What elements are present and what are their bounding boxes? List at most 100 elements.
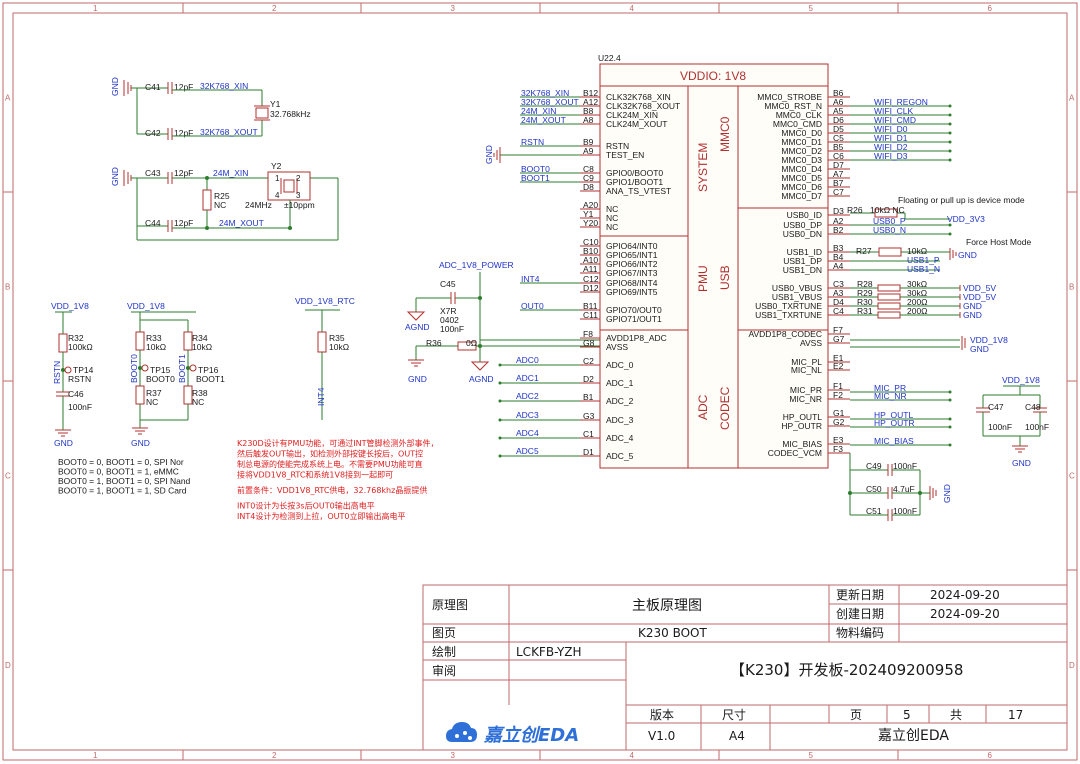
net-24m-xout-chip: 24M_XOUT [521, 115, 566, 125]
crystal-32k-block: GND C41 12pF C42 12pF Y1 32.768kHz 32K76… [110, 77, 311, 140]
gnd-label: GND [942, 484, 952, 503]
tp15-net: BOOT0 [146, 374, 175, 384]
ruler-col-top: 2 [272, 4, 277, 13]
r34-value: 10kΩ [192, 342, 212, 352]
net-adc-label: ADC0 [516, 355, 539, 365]
chip-right-pin-name: USB1_VBUS [772, 292, 822, 302]
net-wifi-label: WIFI_CLK [874, 106, 914, 116]
chip-right-pin-name: MMC0_CLK [776, 110, 823, 120]
chip-left-pin-name: GPIO0/BOOT0 [606, 168, 663, 178]
r32-value: 100kΩ [68, 342, 93, 352]
label-create-date: 创建日期 [836, 607, 884, 621]
force-host-note: Force Host Mode [966, 237, 1031, 247]
net-mic-bias: MIC_BIAS [874, 436, 914, 446]
gnd-label: GND [970, 344, 989, 354]
boot-table-row: BOOT0 = 0, BOOT1 = 1, eMMC [58, 467, 179, 477]
c48-value: 100nF [1025, 422, 1049, 432]
net-adc-label: ADC5 [516, 446, 539, 456]
c50-value: 4.7uF [893, 484, 915, 494]
chip-left-pin-name: ADC_2 [606, 396, 634, 406]
chip-right-pin-number: D7 [833, 160, 844, 170]
chip-right-pin-number: A4 [833, 261, 844, 271]
project-name: 【K230】开发板-202409200958 [730, 661, 963, 679]
chip-right-pin-name: MIC_NR [789, 394, 822, 404]
tp16-net: BOOT1 [196, 374, 225, 384]
chip-left-pin-number: D8 [583, 182, 594, 192]
chip-left-pin-name: CLK24M_XOUT [606, 119, 667, 129]
ruler-col-bottom: 1 [93, 751, 98, 760]
chip-left-pin-number: C8 [583, 164, 594, 174]
gnd-label: GND [484, 145, 494, 164]
tp14-net: RSTN [68, 374, 91, 384]
left-net-labels: 32K768_XIN 32K768_XOUT 24M_XIN 24M_XOUT … [484, 88, 580, 458]
chip-right-pin-name: USB1_TXRTUNE [755, 310, 822, 320]
chip-right-pin-name: MMC0_D1 [781, 137, 822, 147]
r35-value: 10kΩ [329, 342, 349, 352]
chip-right-pin-number: F1 [833, 381, 843, 391]
chip-left-pin-name: NC [606, 222, 618, 232]
c50-ref: C50 [866, 484, 882, 494]
chip-right-pin-number: C3 [833, 279, 844, 289]
usb-resistor-value: 30kΩ [907, 288, 927, 298]
chip-right-pin-name: AVSS [800, 338, 822, 348]
ruler-col-bottom: 3 [451, 751, 456, 760]
chip-right-pin-name: HP_OUTL [783, 412, 822, 422]
gnd-label: GND [958, 250, 977, 260]
chip-right-pin-number: B7 [833, 178, 844, 188]
chip-left-pin-number: B10 [583, 246, 598, 256]
tp14-ref: TP14 [73, 365, 94, 375]
chip-left-pin-number: B11 [583, 301, 598, 311]
chip-right-pin-name: USB1_DP [783, 256, 822, 266]
vdd-1v8-label: VDD_1V8 [51, 301, 89, 311]
drawn-by: LCKFB-YZH [516, 645, 582, 659]
c47-ref: C47 [988, 402, 1004, 412]
label-page-no: 页 [850, 708, 862, 722]
ruler-col-bottom: 2 [272, 751, 277, 760]
pmu-note-line: 接将VDD1V8_RTC和系统1V8接到一起即可 [237, 470, 393, 480]
chip-right-pin-name: CODEC_VCM [768, 448, 822, 458]
chip-left-pin-number: B8 [583, 106, 594, 116]
net-32k-xin: 32K768_XIN [200, 81, 248, 91]
r33-ref: R33 [146, 333, 162, 343]
chip-left-pin-number: A9 [583, 146, 594, 156]
chip-left-pin-name: GPIO70/OUT0 [606, 305, 662, 315]
wifi-net-labels: WIFI_REGONWIFI_CLKWIFI_CMDWIFI_D0WIFI_D1… [850, 97, 952, 162]
ruler-row-left: C [5, 472, 11, 481]
label-drawn: 绘制 [432, 644, 456, 659]
chip-left-pin-name: GPIO64/INT0 [606, 241, 658, 251]
chip-right-pin-name: MMC0_D3 [781, 155, 822, 165]
net-wifi-label: WIFI_D3 [874, 151, 908, 161]
net-int4-vert: INT4 [316, 387, 326, 406]
boot-table-row: BOOT0 = 1, BOOT1 = 0, SPI Nand [58, 476, 191, 486]
net-boot0-vert: BOOT0 [129, 354, 139, 383]
net-boot0-chip: BOOT0 [521, 164, 550, 174]
chip-right-pin-number: C4 [833, 306, 844, 316]
r26-ref: R26 [847, 205, 863, 215]
ruler-row-right: B [1069, 283, 1074, 292]
r33-value: 10kΩ [146, 342, 166, 352]
c41-ref: C41 [145, 82, 161, 92]
net-rstn-chip: RSTN [521, 137, 544, 147]
chip-header: VDDIO: 1V8 [680, 69, 746, 83]
chip-left-pin-number: C9 [583, 173, 594, 183]
chip-right-pin-number: A5 [833, 106, 844, 116]
net-usb1-p: USB1_P [907, 255, 940, 265]
vdd-1v8-rtc-label: VDD_1V8_RTC [295, 296, 355, 306]
pmu-note-line: INT4设计为检测到上拉，OUT0立即输出高电平 [237, 511, 405, 521]
chip-right-pin-number: C6 [833, 151, 844, 161]
chip-left-pin-name: GPIO67/INT3 [606, 268, 658, 278]
ruler-row-left: D [5, 661, 11, 670]
chip-left-pin-number: G8 [583, 338, 595, 348]
c42-ref: C42 [145, 128, 161, 138]
c47-value: 100nF [988, 422, 1012, 432]
y2-pin1: 1 [275, 174, 280, 183]
net-32k-xout-chip: 32K768_XOUT [521, 97, 579, 107]
right-net-labels: WIFI_REGONWIFI_CLKWIFI_CMDWIFI_D0WIFI_D1… [847, 97, 1031, 320]
create-date: 2024-09-20 [930, 607, 1000, 621]
rtc-pullup-block: VDD_1V8_RTC R35 10kΩ INT4 [295, 296, 355, 420]
gnd-label: GND [408, 374, 427, 384]
chip-ref: U22.4 [598, 53, 621, 63]
ruler-row-right: A [1069, 94, 1075, 103]
